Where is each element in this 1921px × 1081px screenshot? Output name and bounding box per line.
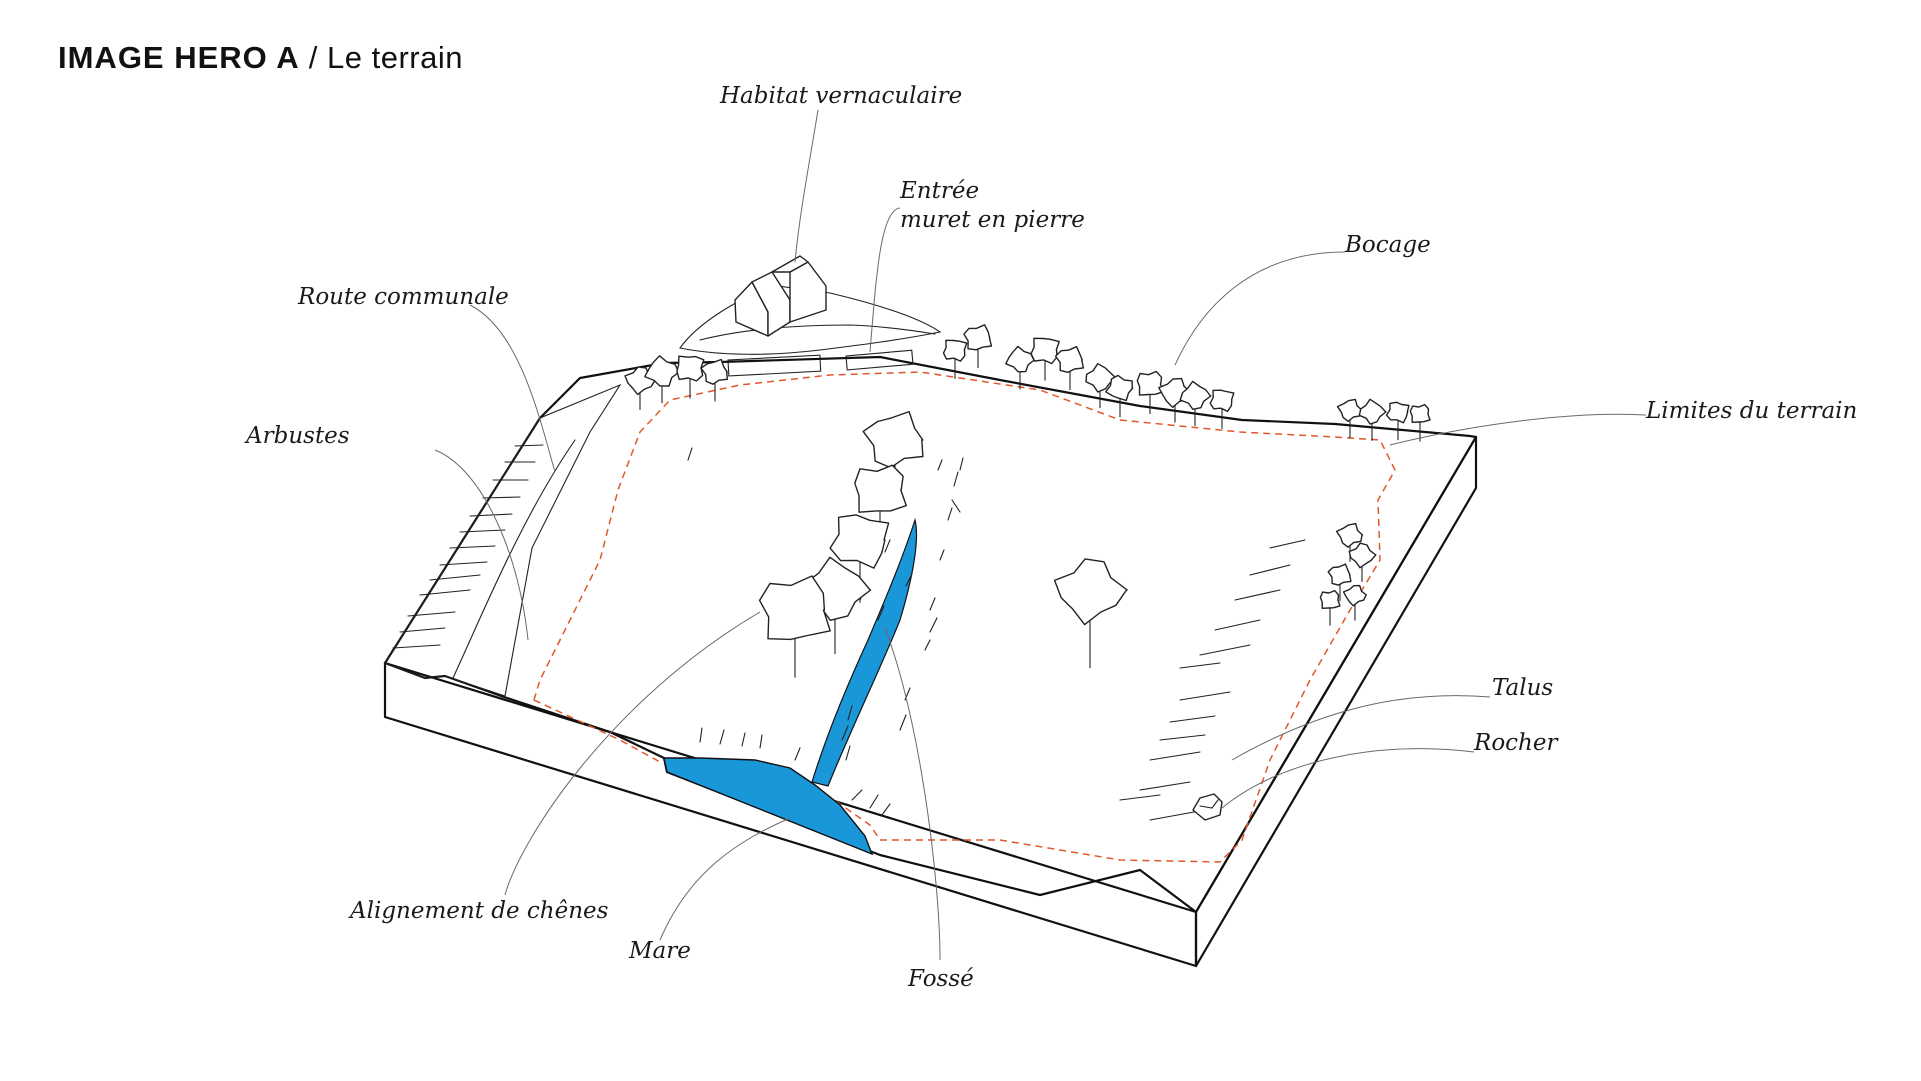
- tree-crown: [1385, 401, 1410, 424]
- property-boundary: [533, 371, 1396, 863]
- tree-crown: [1319, 589, 1341, 609]
- leader-mare: [659, 817, 791, 941]
- route-communale: [384, 383, 622, 697]
- leader-alignement: [504, 611, 761, 896]
- bocage-tree-11: [1136, 370, 1164, 415]
- road-edge: [452, 439, 576, 679]
- tree-crown: [1030, 337, 1060, 365]
- leader-route: [469, 304, 556, 473]
- tree-crown: [862, 410, 924, 469]
- label-bocage: Bocage: [1344, 232, 1431, 258]
- leader-entree: [869, 207, 901, 353]
- tree-crown: [1348, 542, 1377, 569]
- leader-rocher: [1221, 748, 1475, 809]
- leader-limites: [1389, 413, 1647, 446]
- label-rocher: Rocher: [1473, 730, 1559, 756]
- road-hatching: [392, 444, 544, 649]
- bocage-tree-17: [1385, 401, 1410, 441]
- bocage-tree-2: [676, 355, 705, 399]
- label-habitat: Habitat vernaculaire: [719, 83, 962, 109]
- hedge-tree-1: [1348, 542, 1377, 582]
- tree-crown: [1342, 584, 1367, 607]
- habitat-house: [734, 255, 827, 337]
- block-side-right: [1194, 435, 1478, 968]
- title-sub: / Le terrain: [308, 40, 463, 75]
- bocage-tree-16: [1358, 398, 1387, 441]
- leader-bocage: [1174, 251, 1346, 366]
- page-title: IMAGE HERO A / Le terrain: [58, 40, 463, 76]
- tree-crown: [1358, 398, 1387, 425]
- tree-crown: [1136, 370, 1164, 396]
- tree-crown: [942, 339, 968, 362]
- water-features: [663, 517, 918, 856]
- tree-crown: [1335, 522, 1364, 548]
- label-limites: Limites du terrain: [1645, 398, 1857, 424]
- hedge-tree-2: [1327, 563, 1352, 602]
- tree-crown: [963, 324, 993, 351]
- mare-pond: [663, 757, 874, 856]
- stone-wall-right: [845, 349, 914, 371]
- stone-wall-left: [727, 354, 822, 377]
- bocage-tree-7: [1030, 337, 1060, 381]
- tree-crown: [1327, 563, 1352, 586]
- leader-talus: [1231, 695, 1491, 761]
- tree-crown: [700, 358, 728, 385]
- bocage-tree-18: [1409, 403, 1431, 442]
- bocage-tree-14: [1209, 389, 1235, 429]
- bocage-tree-8: [1054, 346, 1085, 391]
- bocage-tree-10: [1105, 374, 1134, 418]
- label-talus: Talus: [1492, 675, 1553, 701]
- leader-lines: [434, 109, 1647, 961]
- tree-crown: [854, 464, 907, 513]
- bocage-tree-13: [1179, 380, 1212, 427]
- label-entree-2: muret en pierre: [900, 207, 1085, 233]
- rock-detail: [1199, 799, 1219, 809]
- tree-crown: [758, 575, 831, 641]
- tree-crown: [1054, 346, 1085, 373]
- terrain-top: [383, 355, 1478, 914]
- house-right-side: [771, 255, 809, 273]
- house-right: [789, 261, 827, 323]
- label-entree-1: Entrée: [899, 178, 979, 204]
- hedge-tree-3: [1342, 584, 1367, 621]
- grass-ticks: [687, 447, 964, 816]
- leader-arbustes: [434, 449, 529, 641]
- terrain-block: [383, 284, 1478, 968]
- fosse-ditch: [811, 517, 918, 787]
- label-route: Route communale: [297, 284, 509, 310]
- trees-group: [624, 324, 1431, 678]
- leader-habitat: [794, 109, 819, 263]
- label-fosse: Fossé: [907, 966, 974, 992]
- bocage-tree-15: [1336, 398, 1363, 439]
- tree-crown: [1179, 380, 1212, 410]
- tree-crown: [1053, 558, 1128, 626]
- label-arbustes: Arbustes: [244, 423, 350, 449]
- tree-crown: [1409, 403, 1431, 423]
- bocage-tree-4: [942, 339, 968, 379]
- tree-crown: [644, 355, 680, 387]
- isolated-tree: [1053, 558, 1128, 669]
- tree-crown: [1105, 374, 1134, 402]
- tree-crown: [676, 355, 705, 382]
- leader-fosse: [884, 627, 941, 961]
- bocage-tree-9: [1085, 363, 1117, 409]
- label-alignement: Alignement de chênes: [348, 898, 609, 924]
- tree-crown: [1005, 345, 1035, 373]
- oak-tree-4: [758, 575, 831, 678]
- tree-crown: [1336, 398, 1363, 422]
- label-mare: Mare: [628, 938, 691, 964]
- tree-crown: [829, 514, 890, 569]
- title-main: IMAGE HERO A: [58, 40, 300, 75]
- entrance-path: [699, 324, 936, 341]
- tree-crown: [1209, 389, 1235, 412]
- bocage-tree-3: [700, 358, 728, 402]
- labels: Habitat vernaculaire Entrée muret en pie…: [244, 83, 1857, 992]
- hedge-tree-4: [1319, 589, 1341, 626]
- talus-hatching: [1119, 539, 1306, 821]
- bocage-tree-1: [644, 355, 680, 404]
- bocage-tree-5: [963, 324, 993, 369]
- tree-crown: [1085, 363, 1117, 393]
